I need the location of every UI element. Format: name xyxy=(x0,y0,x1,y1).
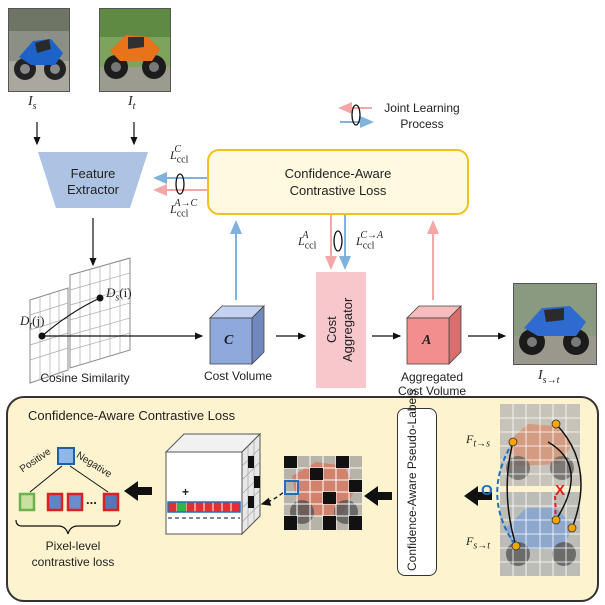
positive-branch xyxy=(29,465,63,493)
loss-c-to-a-label: LcclC→A xyxy=(356,230,384,252)
cost-aggregator-label: Cost Aggregator xyxy=(324,297,355,363)
negatives-ellipsis: ... xyxy=(86,492,97,507)
contrastive-brace xyxy=(15,519,121,535)
legend-text: Joint Learning Process xyxy=(384,101,460,131)
dt-label: Dt(j) xyxy=(20,313,45,332)
pseudo-labels-box xyxy=(397,408,437,576)
match-ok-mark: O xyxy=(481,482,493,499)
cost-volume-label: Cost Volume xyxy=(203,369,273,383)
pseudo-labels-label: Confidence-Aware Pseudo-Labels xyxy=(405,389,419,571)
positive-patch xyxy=(18,492,36,512)
positive-cell xyxy=(177,502,186,512)
f-s-to-t-label: Fs→t xyxy=(466,534,491,552)
warped-image xyxy=(513,283,597,365)
bottom-diagram-canvas xyxy=(15,404,582,576)
cost-volume-cube xyxy=(209,305,265,365)
aggregated-cost-volume-cube xyxy=(406,305,462,365)
source-image-label: Is xyxy=(28,94,37,112)
loss-a-to-c-label: LcclA→C xyxy=(170,198,198,220)
feature-extractor-label: Feature Extractor xyxy=(66,166,119,197)
anchor-patch xyxy=(57,447,75,465)
warped-label: Is→t xyxy=(538,368,560,386)
target-image xyxy=(99,8,171,92)
point-target-1 xyxy=(508,437,518,447)
cost-aggregator-shape xyxy=(316,272,366,388)
point-target-2 xyxy=(551,419,561,429)
pixel-level-loss-label: Pixel-level contrastive loss xyxy=(31,539,115,569)
caca-loss-title: Confidence-Aware Contrastive Loss xyxy=(284,166,392,198)
big-arrow-cube-to-loss xyxy=(124,481,152,501)
big-arrow-match-to-pseudo xyxy=(464,486,492,506)
ds-label: Ds(i) xyxy=(106,285,132,304)
negative-patch-3 xyxy=(102,492,120,512)
point-source-3 xyxy=(551,515,561,525)
feature-extractor-shape xyxy=(38,152,148,208)
flow-arc-black-right xyxy=(555,423,582,529)
point-source-1 xyxy=(511,541,521,551)
cosine-similarity-label: Cosine Similarity xyxy=(40,371,130,385)
legend-loop xyxy=(351,104,361,126)
cosine-connection xyxy=(41,297,101,337)
loss-a-label: LcclA xyxy=(298,230,317,252)
loss-c-label: LcclC xyxy=(170,144,189,166)
match-bad-mark: X xyxy=(555,482,566,499)
aggregated-cost-volume-label: Aggregated Cost Volume xyxy=(397,370,467,398)
caca-loss-box: Confidence-Aware Contrastive Loss xyxy=(207,149,469,215)
joint-loop-left xyxy=(175,173,185,195)
aggregated-symbol: A xyxy=(422,333,432,348)
flow-arc-black-mid xyxy=(547,441,572,521)
plus-sign: + xyxy=(182,485,190,499)
joint-loop-middle xyxy=(333,230,343,252)
negative-patch-2 xyxy=(66,492,84,512)
negative-branch xyxy=(69,465,109,493)
cosine-point-ds xyxy=(96,294,104,302)
f-t-to-s-label: Ft→s xyxy=(466,432,491,450)
negative-patch-1 xyxy=(46,492,64,512)
source-to-target-flow-image xyxy=(500,492,580,576)
target-image-label: It xyxy=(128,94,136,112)
top-diagram-canvas xyxy=(29,102,507,388)
flow-arc-black-left xyxy=(506,441,517,547)
cost-volume-symbol: C xyxy=(224,333,234,348)
flow-arc-blue-dashed xyxy=(496,441,517,547)
point-source-2 xyxy=(567,523,577,533)
big-arrow-pseudo-to-grid xyxy=(364,486,392,506)
pseudo-label-grid xyxy=(284,456,362,530)
source-image xyxy=(8,8,70,92)
selected-grid-cell xyxy=(284,480,299,495)
bottom-panel-title: Confidence-Aware Contrastive Loss xyxy=(28,408,236,423)
volume-cube xyxy=(164,432,262,536)
